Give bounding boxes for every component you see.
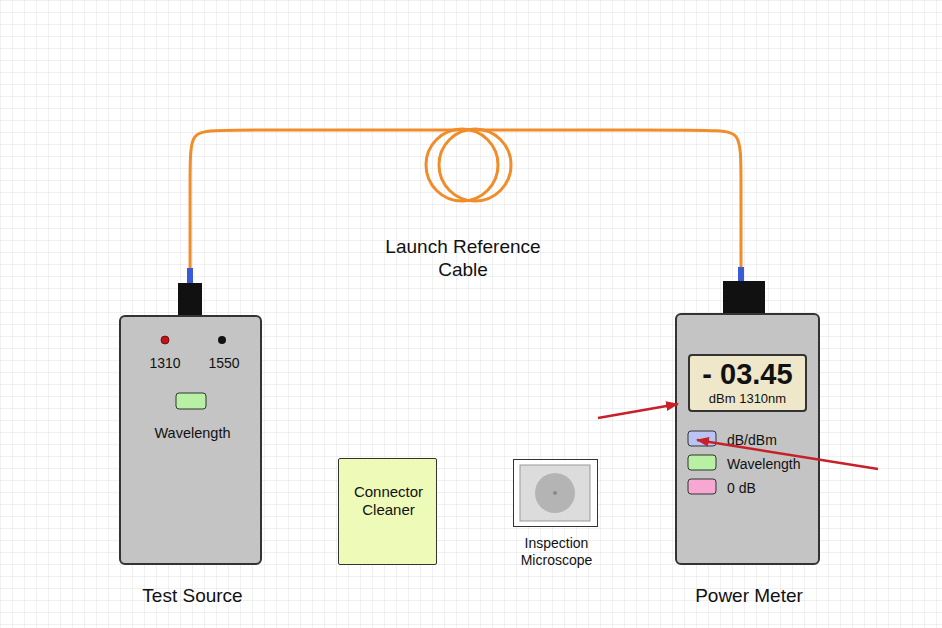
connector-ferrule bbox=[187, 268, 193, 284]
microscope-caption: Inspection Microscope bbox=[501, 535, 612, 569]
device-caption: Power Meter bbox=[649, 585, 849, 608]
scope-view bbox=[520, 465, 590, 521]
fiber-end-face bbox=[535, 473, 575, 513]
cleaner-label: Connector Cleaner bbox=[339, 483, 438, 519]
device-caption: Test Source bbox=[91, 585, 294, 608]
connector-body bbox=[178, 283, 202, 316]
button-label: Wavelength bbox=[132, 425, 253, 442]
cleaner-box: Connector Cleaner bbox=[338, 458, 437, 565]
button-label: 0 dB bbox=[727, 480, 817, 497]
test-source-box: Test Source13101550Wavelength bbox=[119, 315, 262, 565]
fiber-cable bbox=[190, 130, 741, 315]
wavelength-value: 1310 bbox=[145, 355, 185, 372]
pointer-arrow bbox=[598, 404, 678, 418]
wavelength-value: 1550 bbox=[204, 355, 244, 372]
pointer-arrow bbox=[697, 440, 878, 469]
fiber-core bbox=[553, 491, 557, 495]
power-meter-box: Power MeterdB/dBmWavelength0 dB- 03.45dB… bbox=[675, 313, 820, 565]
button-label: Wavelength bbox=[727, 456, 822, 473]
wavelength-button bbox=[176, 393, 206, 409]
connector-body bbox=[723, 281, 765, 314]
cable-loop bbox=[426, 129, 498, 201]
unit-reading: dBm 1310nm bbox=[690, 391, 805, 407]
display-screen: - 03.45dBm 1310nm bbox=[688, 354, 807, 412]
microscope-box: Inspection Microscope bbox=[513, 459, 598, 527]
button-label: dB/dBm bbox=[727, 432, 817, 449]
cable-loop bbox=[439, 129, 511, 201]
indicator-led bbox=[218, 336, 226, 344]
indicator-led bbox=[161, 336, 169, 344]
connector-ferrule bbox=[738, 267, 744, 282]
unit-button bbox=[688, 431, 716, 446]
wavelength-button bbox=[688, 455, 716, 470]
zero-button bbox=[688, 479, 716, 494]
cable-label: Launch Reference Cable bbox=[383, 236, 543, 282]
microscope-image bbox=[514, 460, 596, 525]
power-reading: - 03.45 bbox=[690, 357, 805, 392]
